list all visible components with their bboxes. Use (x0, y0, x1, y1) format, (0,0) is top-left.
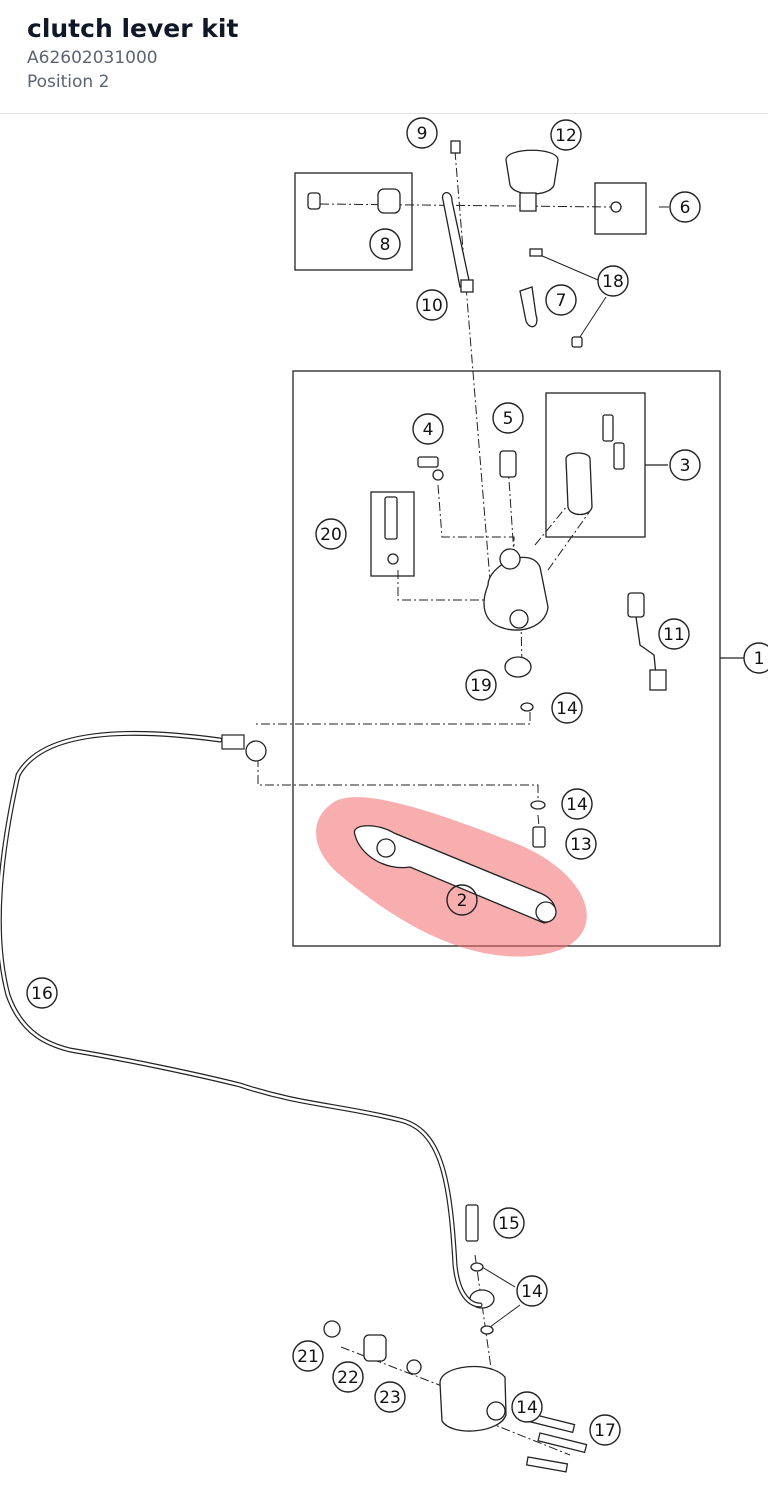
callout-label: 18 (602, 272, 624, 292)
callout-label: 12 (555, 126, 577, 146)
callout-label: 9 (417, 124, 428, 144)
slave-cylinder-part (439, 1365, 507, 1432)
subassembly-box-21 (370, 491, 415, 577)
callout-3[interactable]: 3 (669, 449, 701, 481)
callout-layer: 1234567891011121314141414151617181920212… (26, 117, 768, 1446)
callout-label: 15 (498, 1214, 520, 1234)
callout-21[interactable]: 21 (292, 1340, 324, 1372)
callout-16[interactable]: 16 (26, 977, 58, 1009)
callout-9[interactable]: 9 (406, 117, 438, 149)
callout-8[interactable]: 8 (369, 228, 401, 260)
callout-5[interactable]: 5 (492, 402, 524, 434)
part-number: A62602031000 (27, 48, 158, 68)
callout-19[interactable]: 19 (465, 669, 497, 701)
callout-label: 19 (470, 676, 492, 696)
callout-label: 8 (380, 235, 391, 255)
callout-4[interactable]: 4 (412, 413, 444, 445)
callout-label: 14 (566, 795, 588, 815)
callout-15[interactable]: 15 (493, 1207, 525, 1239)
callout-label: 2 (457, 891, 468, 911)
callout-18[interactable]: 18 (597, 265, 629, 297)
callout-1[interactable]: 1 (743, 642, 768, 674)
callout-13[interactable]: 13 (565, 828, 597, 860)
callout-2[interactable]: 2 (446, 884, 478, 916)
callout-label: 20 (320, 525, 342, 545)
callout-10[interactable]: 10 (416, 289, 448, 321)
callout-label: 5 (503, 409, 514, 429)
callout-label: 14 (556, 699, 578, 719)
callout-12[interactable]: 12 (550, 119, 582, 151)
callout-17[interactable]: 17 (589, 1414, 621, 1446)
callout-label: 10 (421, 296, 443, 316)
callout-11[interactable]: 11 (658, 618, 690, 650)
callout-label: 7 (556, 291, 567, 311)
callout-label: 16 (31, 984, 53, 1004)
part-position: Position 2 (27, 72, 110, 92)
callout-label: 17 (594, 1421, 616, 1441)
callout-label: 23 (379, 1388, 401, 1408)
callout-14[interactable]: 14 (516, 1275, 548, 1307)
callout-7[interactable]: 7 (545, 284, 577, 316)
callout-6[interactable]: 6 (669, 191, 701, 223)
callout-label: 14 (516, 1398, 538, 1418)
callout-label: 22 (337, 1368, 359, 1388)
callout-label: 6 (680, 198, 691, 218)
callout-14[interactable]: 14 (511, 1391, 543, 1423)
callout-label: 13 (570, 835, 592, 855)
bracket-part (441, 191, 471, 288)
callout-label: 21 (297, 1347, 319, 1367)
callout-label: 14 (521, 1282, 543, 1302)
callout-14[interactable]: 14 (551, 692, 583, 724)
callout-label: 1 (754, 649, 765, 669)
callout-23[interactable]: 23 (374, 1381, 406, 1413)
callout-22[interactable]: 22 (332, 1361, 364, 1393)
callout-label: 11 (663, 625, 685, 645)
subassembly-box-6 (594, 182, 647, 235)
subassembly-box-8 (294, 172, 413, 271)
diagram-svg: 1234567891011121314141414151617181920212… (0, 117, 768, 1473)
callout-14[interactable]: 14 (561, 788, 593, 820)
callout-label: 4 (423, 420, 434, 440)
callout-label: 3 (680, 456, 691, 476)
part-header: clutch lever kit A62602031000 Position 2 (0, 0, 768, 114)
subassembly-box-3 (545, 392, 646, 538)
callout-20[interactable]: 20 (315, 518, 347, 550)
part-title: clutch lever kit (27, 14, 239, 43)
reservoir-part (505, 149, 559, 195)
